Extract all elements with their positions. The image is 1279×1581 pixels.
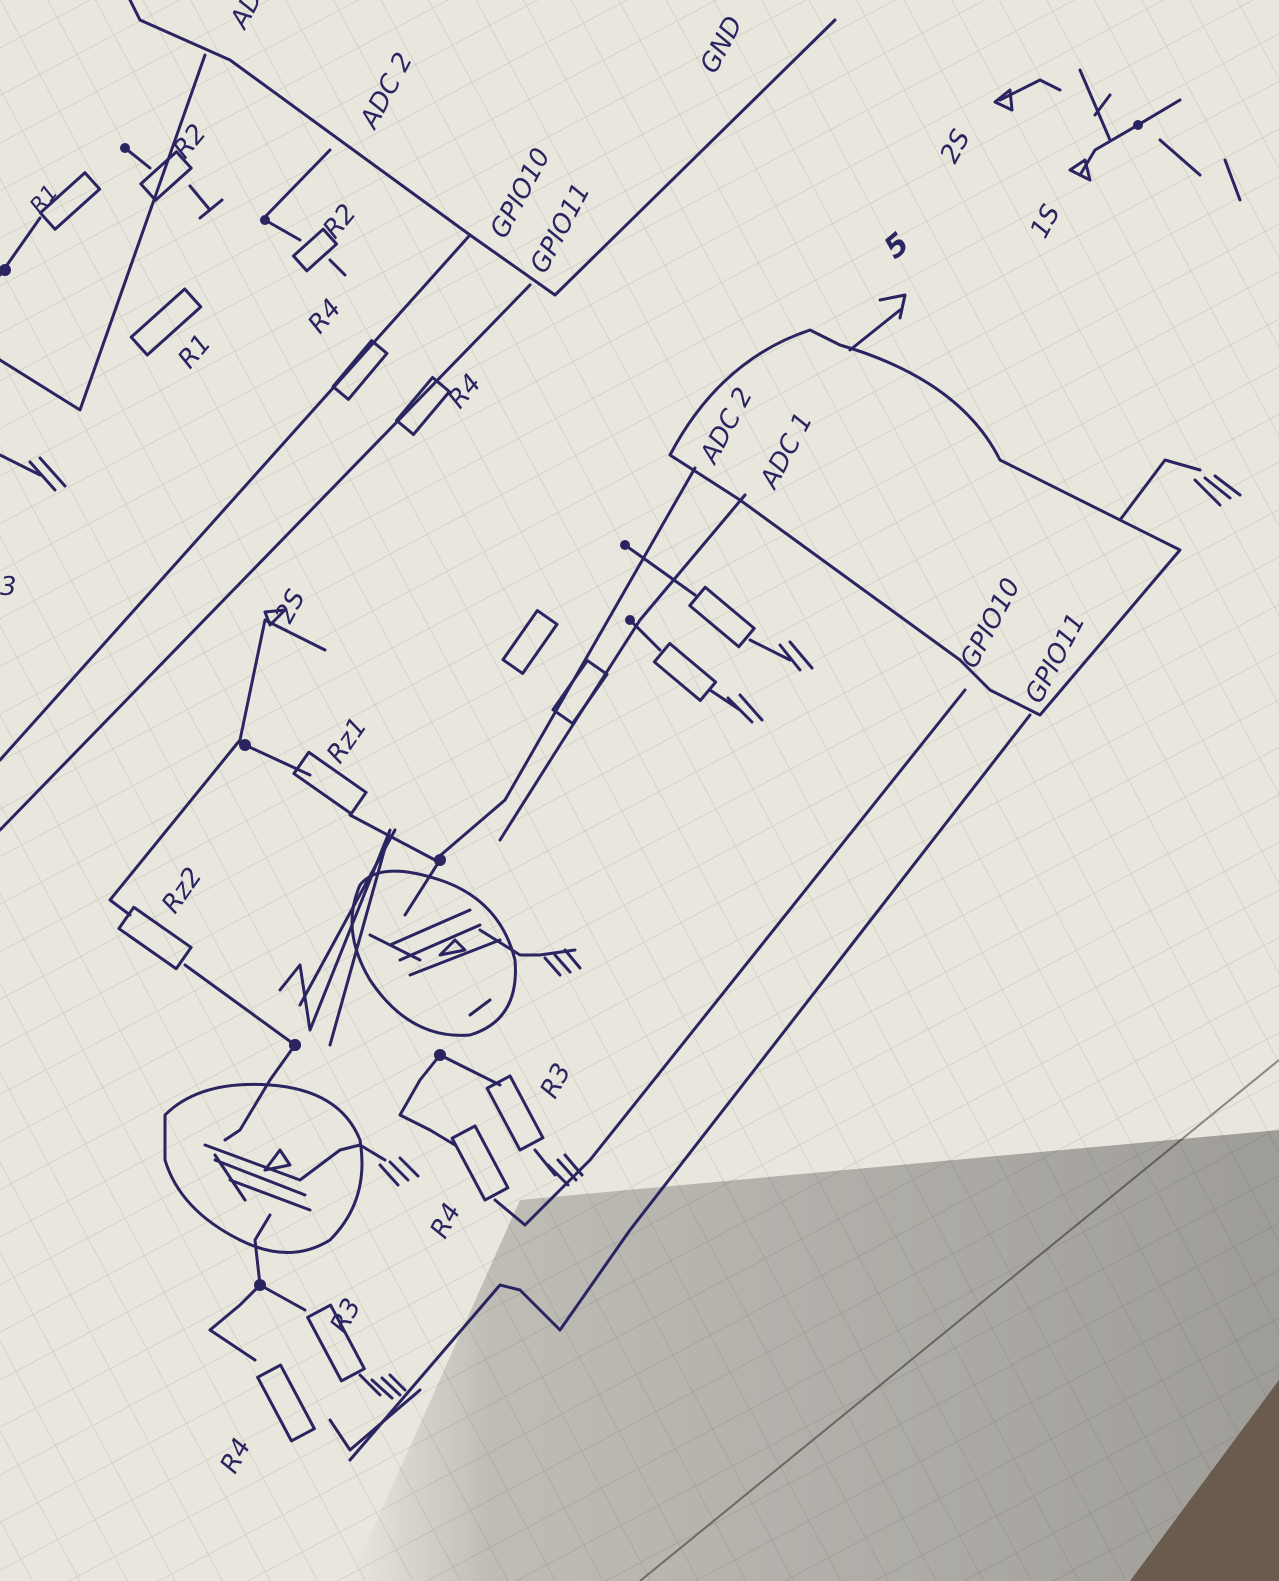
mosfet-q1 xyxy=(350,854,582,1132)
resistor-r4-bottom-mid xyxy=(450,1124,510,1202)
label-three-left: 3 xyxy=(0,572,17,602)
resistor-r4-top xyxy=(331,339,389,401)
resistor-r1-top-left xyxy=(38,171,102,231)
resistor-r1-mid xyxy=(129,287,203,357)
top-left-circuit xyxy=(0,0,1242,832)
table-corner xyxy=(1130,1380,1279,1581)
resistor-r2-top-left xyxy=(139,150,193,202)
adc-divider xyxy=(433,466,814,862)
resistor-rz2 xyxy=(117,905,193,971)
resistor-adc-lower xyxy=(551,659,609,725)
resistor-r3-left xyxy=(306,1303,366,1383)
gpio-wires xyxy=(298,688,1032,1462)
resistor-r4-right xyxy=(395,375,451,437)
resistor-rz1 xyxy=(292,750,368,816)
resistor-adc-gnd-2 xyxy=(652,642,718,702)
resistor-r4-left xyxy=(256,1363,316,1443)
resistor-adc-gnd-1 xyxy=(688,585,756,649)
resistor-r2-mid xyxy=(291,227,339,273)
resistor-adc-upper xyxy=(501,609,559,675)
shadow-region xyxy=(350,1130,1279,1581)
resistor-r3-right xyxy=(485,1074,545,1152)
mosfet-q2 xyxy=(163,1039,420,1291)
